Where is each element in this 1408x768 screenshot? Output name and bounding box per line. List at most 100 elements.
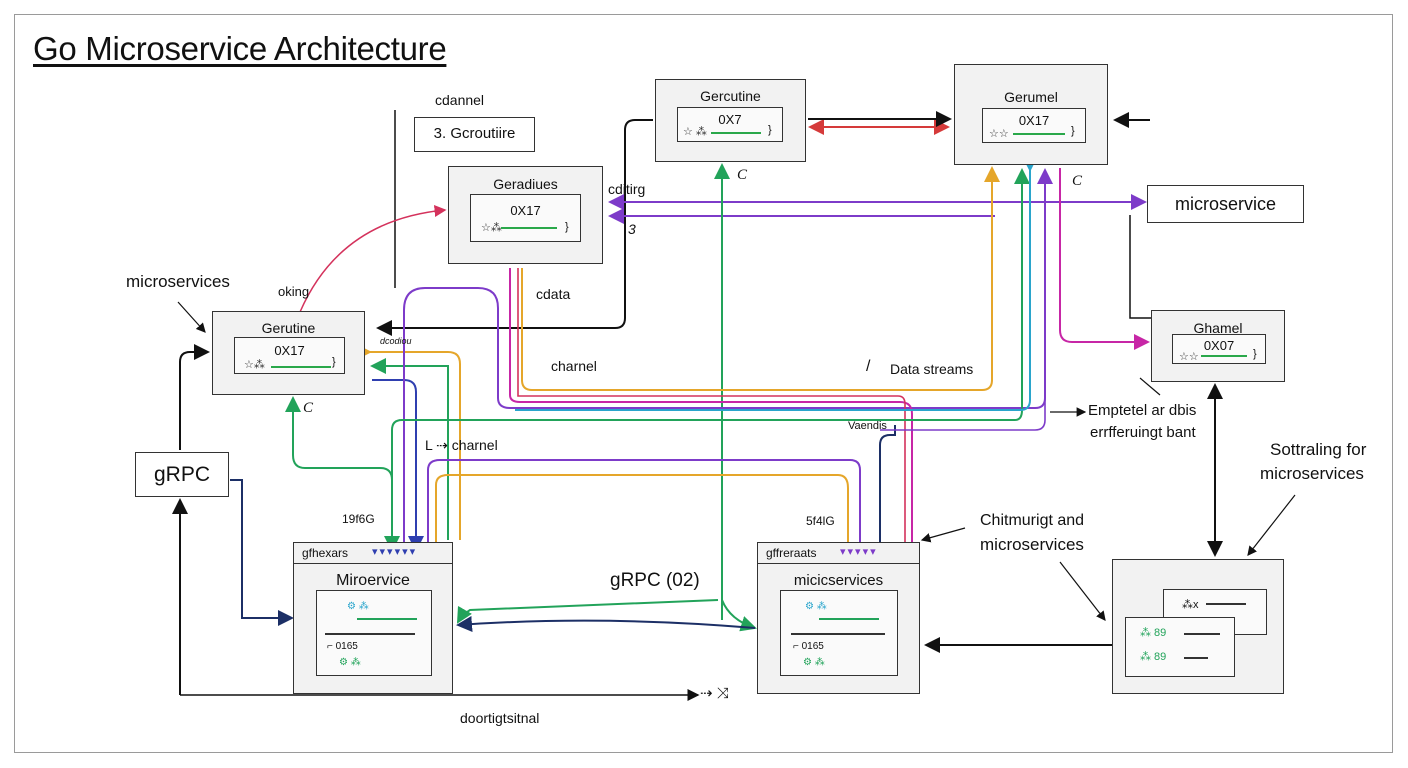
star-icon: ☆⁂ <box>481 222 502 234</box>
dcodiou-label: dcodiou <box>380 336 412 346</box>
cditirg-label: cditirg <box>608 181 646 197</box>
progress-line <box>1013 133 1065 135</box>
grpc-center-label: gRPC (02) <box>610 570 700 591</box>
microservices-left-label: microservices <box>126 272 230 291</box>
divider-line <box>1184 657 1208 659</box>
divider-line <box>791 633 885 635</box>
row-icon: ⁂ 89 <box>1140 627 1167 639</box>
row-icon: ⁂ 89 <box>1140 651 1167 663</box>
divider-line <box>1184 633 1220 635</box>
l-charnel-label: L ⇢ charnel <box>425 437 498 453</box>
ports-right-label: 5f4lG <box>806 514 835 528</box>
c-mark-top: C <box>737 167 748 183</box>
goroutine-left-box[interactable]: Gerutine 0X17 ☆⁂ } <box>212 311 365 395</box>
three-label: 3 <box>628 221 636 237</box>
cdata-label: cdata <box>536 286 571 302</box>
left-service-value: ⌐ 0165 <box>327 641 358 652</box>
right-service-inner: ⚙ ⁂ ⌐ 0165 ⚙ ⁂ <box>780 590 898 676</box>
data-streams-prefix: / <box>866 358 871 375</box>
sottraling-label: Sottraling for <box>1270 440 1367 459</box>
ports-right-icons: ▾▾▾▾▾ <box>840 546 878 558</box>
ghamel-value: 0X07 <box>1203 338 1235 353</box>
ghamel-box[interactable]: Ghamel 0X07 ☆☆ } <box>1151 310 1285 382</box>
ghamel-title: Ghamel <box>1193 320 1243 336</box>
page-title: Go Microservice Architecture <box>33 30 447 67</box>
ghamel-inner: 0X07 ☆☆ } <box>1172 334 1266 364</box>
progress-line <box>711 132 761 134</box>
doortig-label: doortigtsitnal <box>460 710 540 726</box>
divider-line <box>1206 603 1246 605</box>
progress-line <box>1201 355 1247 357</box>
left-service-box[interactable]: gfhexars Miroervice ⚙ ⁂ ⌐ 0165 ⚙ ⁂ <box>293 542 453 694</box>
star-icon: ☆☆ <box>1179 351 1199 363</box>
goroutine-box-label: 3. Gcroutiire <box>433 125 516 142</box>
goroutine-top-value: 0X7 <box>718 112 742 127</box>
gerumel-box[interactable]: Gerumel 0X17 ☆☆ } <box>954 64 1108 165</box>
gear-icon: ⚙ ⁂ <box>803 657 825 668</box>
right-service-box[interactable]: gffreraats micicservices ⚙ ⁂ ⌐ 0165 ⚙ ⁂ <box>757 542 920 694</box>
brace-icon: } <box>1071 125 1075 137</box>
charnel-label: charnel <box>551 358 597 374</box>
ports-left-label: 19f6G <box>342 512 375 526</box>
right-service-title: micicservices <box>793 572 884 589</box>
chitmurigt-label: Chitmurigt and <box>980 512 1085 529</box>
goroutine-top-box[interactable]: Gercutine 0X7 ☆ ⁂ } <box>655 79 806 162</box>
left-service-title: Miroervice <box>336 572 410 589</box>
goroutine-top-title: Gercutine <box>700 88 761 104</box>
goroutine-top-inner: 0X7 ☆ ⁂ } <box>677 107 783 142</box>
c-mark-left: C <box>303 400 314 416</box>
progress-line <box>271 366 331 368</box>
brace-icon: } <box>768 124 772 136</box>
goroutine-left-value: 0X17 <box>274 343 305 358</box>
gear-icon: ⚙ ⁂ <box>339 657 361 668</box>
geradiues-value: 0X17 <box>510 203 541 218</box>
geradiues-title: Geradiues <box>493 176 558 192</box>
right-card-front: ⁂ 89 ⁂ 89 <box>1125 617 1235 677</box>
goroutine-left-inner: 0X17 ☆⁂ } <box>234 337 345 374</box>
right-service-value: ⌐ 0165 <box>793 641 824 652</box>
vaendis-label: Vaendis <box>848 420 887 432</box>
goroutine-left-title: Gerutine <box>261 320 316 336</box>
left-service-header: gfhexars <box>294 543 452 564</box>
divider-line <box>325 633 415 635</box>
microservices-mid-label: microservices <box>980 535 1084 554</box>
right-card[interactable]: ⁂x ⁂ 89 ⁂ 89 <box>1112 559 1284 694</box>
microservices-right-label: microservices <box>1260 464 1364 483</box>
star-icon: ☆⁂ <box>244 359 265 371</box>
grpc-box[interactable]: gRPC <box>135 452 229 497</box>
cdannel-label: cdannel <box>435 92 485 108</box>
microservice-box[interactable]: microservice <box>1147 185 1304 223</box>
errffering-label: errfferuingt bant <box>1090 424 1196 441</box>
brace-icon: } <box>565 221 569 233</box>
diagram-frame <box>14 14 1393 753</box>
grpc-box-label: gRPC <box>153 463 211 486</box>
data-streams-label: Data streams <box>890 361 974 377</box>
right-service-header-label: gffreraats <box>766 546 817 560</box>
gerumel-inner: 0X17 ☆☆ } <box>982 108 1086 143</box>
gear-icon: ⚙ ⁂ <box>805 601 827 612</box>
left-service-inner: ⚙ ⁂ ⌐ 0165 ⚙ ⁂ <box>316 590 432 676</box>
emptetel-label: Emptetel ar dbis <box>1088 402 1197 419</box>
oking-label: oking <box>278 284 310 299</box>
star-icon: ⁂x <box>1182 599 1199 611</box>
brace-icon: } <box>332 356 336 368</box>
left-service-header-label: gfhexars <box>302 546 349 560</box>
c-mark-gerumel: C <box>1072 173 1083 189</box>
star-icon: ☆ ⁂ <box>683 126 707 138</box>
star-icon: ☆☆ <box>989 128 1009 140</box>
gerumel-value: 0X17 <box>1018 113 1050 128</box>
geradiues-inner: 0X17 ☆⁂ } <box>470 194 581 242</box>
geradiues-box[interactable]: Geradiues 0X17 ☆⁂ } <box>448 166 603 264</box>
brace-icon: } <box>1253 348 1257 360</box>
gear-icon: ⚙ ⁂ <box>347 601 369 612</box>
bottom-arrow-mark: ⇢ ⤨ <box>700 685 729 702</box>
progress-line <box>501 227 557 229</box>
microservice-box-label: microservice <box>1174 194 1276 214</box>
right-service-header: gffreraats <box>758 543 919 564</box>
gerumel-title: Gerumel <box>1004 89 1058 105</box>
progress-line <box>357 618 417 620</box>
goroutine-box: 3. Gcroutiire <box>414 117 535 152</box>
progress-line <box>819 618 879 620</box>
ports-left-icons: ▾▾▾▾▾▾ <box>372 546 418 558</box>
